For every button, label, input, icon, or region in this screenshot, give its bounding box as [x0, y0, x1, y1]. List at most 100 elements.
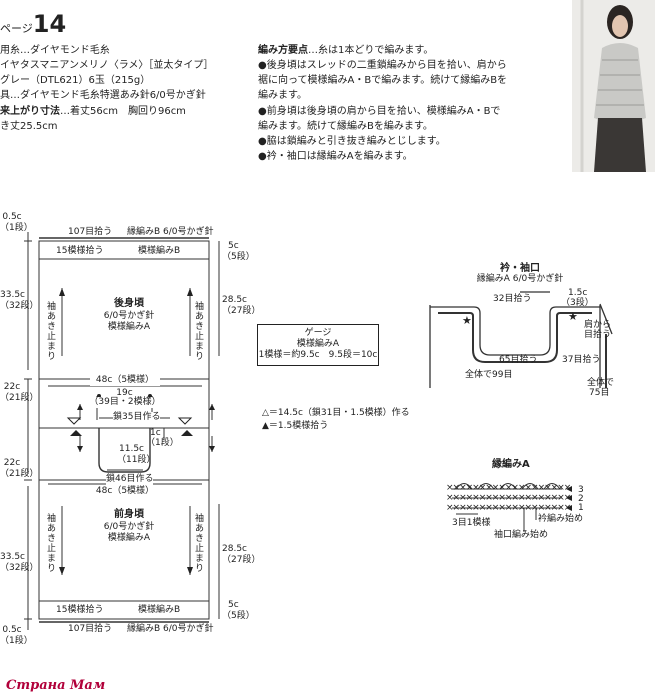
- page-number: 14: [32, 10, 67, 38]
- collar-pick-65: 65目拾う: [499, 355, 538, 365]
- body-outline: [38, 240, 210, 620]
- neck-1row: （1段）: [146, 438, 179, 448]
- materials-yarn-name: イヤタスマニアンメリノ〈ラメ〉［並太タイプ］: [0, 60, 214, 71]
- edging-symbols-row1: ×××××××××××××××××××: [446, 503, 571, 513]
- collar-total-99: 全体で99目: [465, 370, 513, 380]
- edging-collar-start: 衿編み始め: [538, 514, 584, 524]
- right-dim-rows: （5段）: [222, 252, 255, 262]
- top-band-mid: 模様編みB: [138, 246, 181, 256]
- left-dim-cm: 0.5c: [2, 625, 22, 635]
- left-dim-cm: 0.5c: [2, 212, 22, 222]
- collar-star-left: ★: [462, 314, 472, 327]
- points-intro: …糸は1本どりで編みます。: [308, 45, 434, 56]
- gauge-value: 1模様＝約9.5c 9.5段＝10c: [258, 350, 378, 360]
- right-dim-rows: （27段）: [222, 555, 261, 565]
- width-bottom: 48c（5模様）: [90, 486, 160, 497]
- edging-row-2: 2: [578, 494, 584, 504]
- top-band-left: 15模様拾う: [56, 246, 104, 256]
- edging-symbols-row2: ×××××××××××××××××××: [446, 493, 571, 503]
- left-dim-rows: （1段）: [0, 223, 33, 233]
- bottom-band-mid: 模様編みB: [138, 605, 181, 615]
- bottom-band-left: 15模様拾う: [56, 605, 104, 615]
- finish-size-value: …着丈56cm 胸回り96cm: [60, 106, 186, 117]
- collar-total-75-b: 75目: [589, 388, 610, 398]
- edging-row-1: 1: [578, 503, 584, 513]
- front-body-hook: 6/0号かぎ針: [103, 522, 155, 532]
- armhole-label-front-left: 袖あき止まり: [47, 514, 57, 574]
- page-title-prefix: ページ: [0, 22, 33, 35]
- left-dim-cm: 22c: [3, 458, 21, 468]
- collar-right-cm: 1.5c: [568, 288, 588, 298]
- edging-title: 縁編みA: [492, 459, 530, 470]
- neck-width: 19c: [116, 388, 133, 398]
- front-body-title: 前身頃: [114, 509, 144, 520]
- collar-subtitle: 縁編みA 6/0号かぎ針: [476, 274, 564, 284]
- materials-tools: 具…ダイヤモンド毛糸特選あみ針6/0号かぎ針: [0, 90, 206, 101]
- collar-shoulder: 肩から: [584, 320, 612, 330]
- width-top: 48c（5模様）: [90, 375, 160, 386]
- left-dim-cm: 22c: [3, 382, 21, 392]
- collar-title: 衿・袖口: [500, 263, 540, 274]
- collar-pick-32: 32目拾う: [493, 294, 532, 304]
- collar-star-right: ★: [568, 310, 578, 323]
- points-line: ●後身頃はスレッドの二重鎖編みから目を拾い、肩から: [258, 60, 507, 71]
- armhole-label-front-right: 袖あき止まり: [195, 514, 205, 574]
- back-body-pattern: 模様編みA: [107, 322, 151, 332]
- right-dim-cm: 5c: [228, 241, 239, 251]
- edging-row-3: 3: [578, 485, 584, 495]
- left-dim-rows: （32段）: [0, 563, 39, 573]
- right-dim-rows: （5段）: [222, 611, 255, 621]
- model-photo-illustration: [572, 0, 655, 172]
- edging-symbols-row3: ×××××××××××××××××××: [446, 483, 571, 493]
- points-line: 編みます。続けて縁編みBを編みます。: [258, 121, 433, 132]
- left-dim-rows: （21段）: [0, 469, 39, 479]
- edging-cuff-start: 袖口編み始め: [494, 530, 549, 540]
- chain-35: 鎖35目作る: [113, 412, 161, 423]
- collar-pick-37: 37目拾う: [562, 355, 601, 365]
- model-photo: [572, 0, 655, 172]
- back-body-title: 後身頃: [114, 298, 144, 309]
- front-body-pattern: 模様編みA: [107, 533, 151, 543]
- left-dim-cm: 33.5c: [0, 290, 25, 300]
- right-dim-cm: 28.5c: [222, 295, 247, 305]
- gauge-box: ゲージ 模様編みA 1模様＝約9.5c 9.5段＝10c: [257, 324, 379, 366]
- collar-total-75-a: 全体で: [587, 378, 615, 388]
- materials-finish-size: 来上がり寸法…着丈56cm 胸回り96cm: [0, 105, 186, 118]
- points-line: ●前身頃は後身頃の肩から目を拾い、模様編みA・Bで: [258, 106, 501, 117]
- site-watermark: Страна Мам: [6, 678, 106, 693]
- left-dim-cm: 33.5c: [0, 552, 25, 562]
- bottom-pickup: 107目拾う: [68, 624, 113, 634]
- page-title: ページ14: [0, 10, 66, 38]
- materials-yarn-color: グレー（DTL621）6玉（215g）: [0, 75, 151, 86]
- edging-one-pattern: 3目1模様: [452, 518, 491, 528]
- top-edge-label: 縁編みB 6/0号かぎ針: [127, 227, 214, 237]
- right-dim-cm: 5c: [228, 600, 239, 610]
- left-dim-rows: （1段）: [0, 636, 33, 646]
- points-line: ●脇は鎖編みと引き抜き編みとじします。: [258, 136, 446, 147]
- materials-sleeve: き丈25.5cm: [0, 121, 58, 132]
- neck-stitches: （39目・2模様）: [88, 397, 162, 408]
- top-pickup: 107目拾う: [68, 227, 113, 237]
- neck-depth: 11.5c: [119, 444, 144, 454]
- points-line: 裾に向って模様編みA・Bで編みます。続けて縁編みBを: [258, 75, 508, 86]
- left-dim-rows: （32段）: [0, 301, 39, 311]
- neck-1c: 1c: [150, 428, 161, 438]
- points-line: 編みます。: [258, 90, 307, 101]
- left-dim-rows: （21段）: [0, 393, 39, 403]
- chain-46: 鎖46目作る: [106, 474, 154, 485]
- gauge-title: ゲージ: [304, 328, 332, 338]
- collar-pick-side: 目拾う: [584, 330, 612, 340]
- points-line: ●衿・袖口は縁編みAを編みます。: [258, 151, 413, 162]
- gauge-pattern: 模様編みA: [296, 339, 340, 349]
- back-body-hook: 6/0号かぎ針: [103, 311, 155, 321]
- legend-open-triangle: △＝14.5c（鎖31目・1.5模様）作る: [262, 408, 410, 418]
- right-dim-rows: （27段）: [222, 306, 261, 316]
- bottom-edge-label: 縁編みB 6/0号かぎ針: [127, 624, 214, 634]
- collar-right-rows: （3段）: [561, 298, 594, 308]
- armhole-label-back-left: 袖あき止まり: [47, 302, 57, 362]
- points-heading: 編み方要点…糸は1本どりで編みます。: [258, 44, 433, 57]
- points-title: 編み方要点: [258, 45, 308, 56]
- armhole-label-back-right: 袖あき止まり: [195, 302, 205, 362]
- finish-size-label: 来上がり寸法: [0, 106, 60, 117]
